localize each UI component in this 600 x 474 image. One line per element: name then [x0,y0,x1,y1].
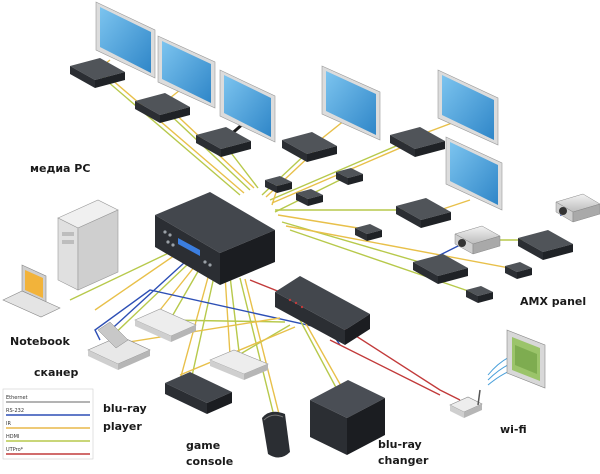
wifi-router [449,353,517,418]
receiver-box [135,93,190,123]
label-bluray-player-1: blu-ray [103,402,147,415]
receiver-box [282,132,337,162]
secondary-switcher [275,276,370,345]
legend-label-utpro: UTPro* [6,447,24,453]
display-monitor [219,69,276,143]
receiver-box [396,198,451,228]
label-bluray-changer-2: changer [378,454,429,467]
projector [555,193,600,223]
ir-adapter [296,189,323,206]
receiver-box [518,230,573,260]
media-box [209,349,269,380]
media-box [134,308,197,342]
legend-label-ir: IR [6,421,11,427]
label-media-pc: медиа PC [30,162,90,175]
label-bluray-player-2: player [103,420,142,433]
legend-label-ethernet: Ethernet [6,395,28,401]
receiver-box [70,58,125,88]
receiver-box [196,127,251,157]
media-pc [57,199,119,291]
ir-adapter [505,262,532,279]
game-console [262,411,290,458]
cable-legend: Ethernet RS-232 IR HDMI UTPro* [2,388,94,460]
display-monitor [437,69,499,146]
label-amx-panel: AMX panel [520,295,586,308]
legend-label-hdmi: HDMI [6,434,19,440]
display-monitor [95,1,156,79]
matrix-switcher [155,192,275,285]
display-monitor [445,136,503,211]
label-notebook: Notebook [10,335,70,348]
label-game-console-1: game [186,439,220,452]
display-monitor [321,65,381,141]
ir-adapter [466,286,493,303]
receiver-boxes [70,58,573,303]
bluray-changer [310,380,385,455]
display-monitors [95,1,503,211]
display-monitor [157,35,216,109]
label-scanner: сканер [34,366,78,379]
label-wifi: wi-fi [500,423,527,436]
ir-adapter [265,176,292,193]
receiver-box [413,254,468,284]
scanner [87,321,151,370]
label-bluray-changer-1: blu-ray [378,438,422,451]
notebook [2,264,61,318]
projector [454,225,501,255]
receiver-box [390,127,445,157]
ir-adapter [355,224,382,241]
label-game-console-2: console [186,455,233,468]
legend-label-rs232: RS-232 [6,408,24,414]
bluray-player [165,372,232,414]
amx-touch-panel [506,329,546,389]
ir-adapter [336,168,363,185]
